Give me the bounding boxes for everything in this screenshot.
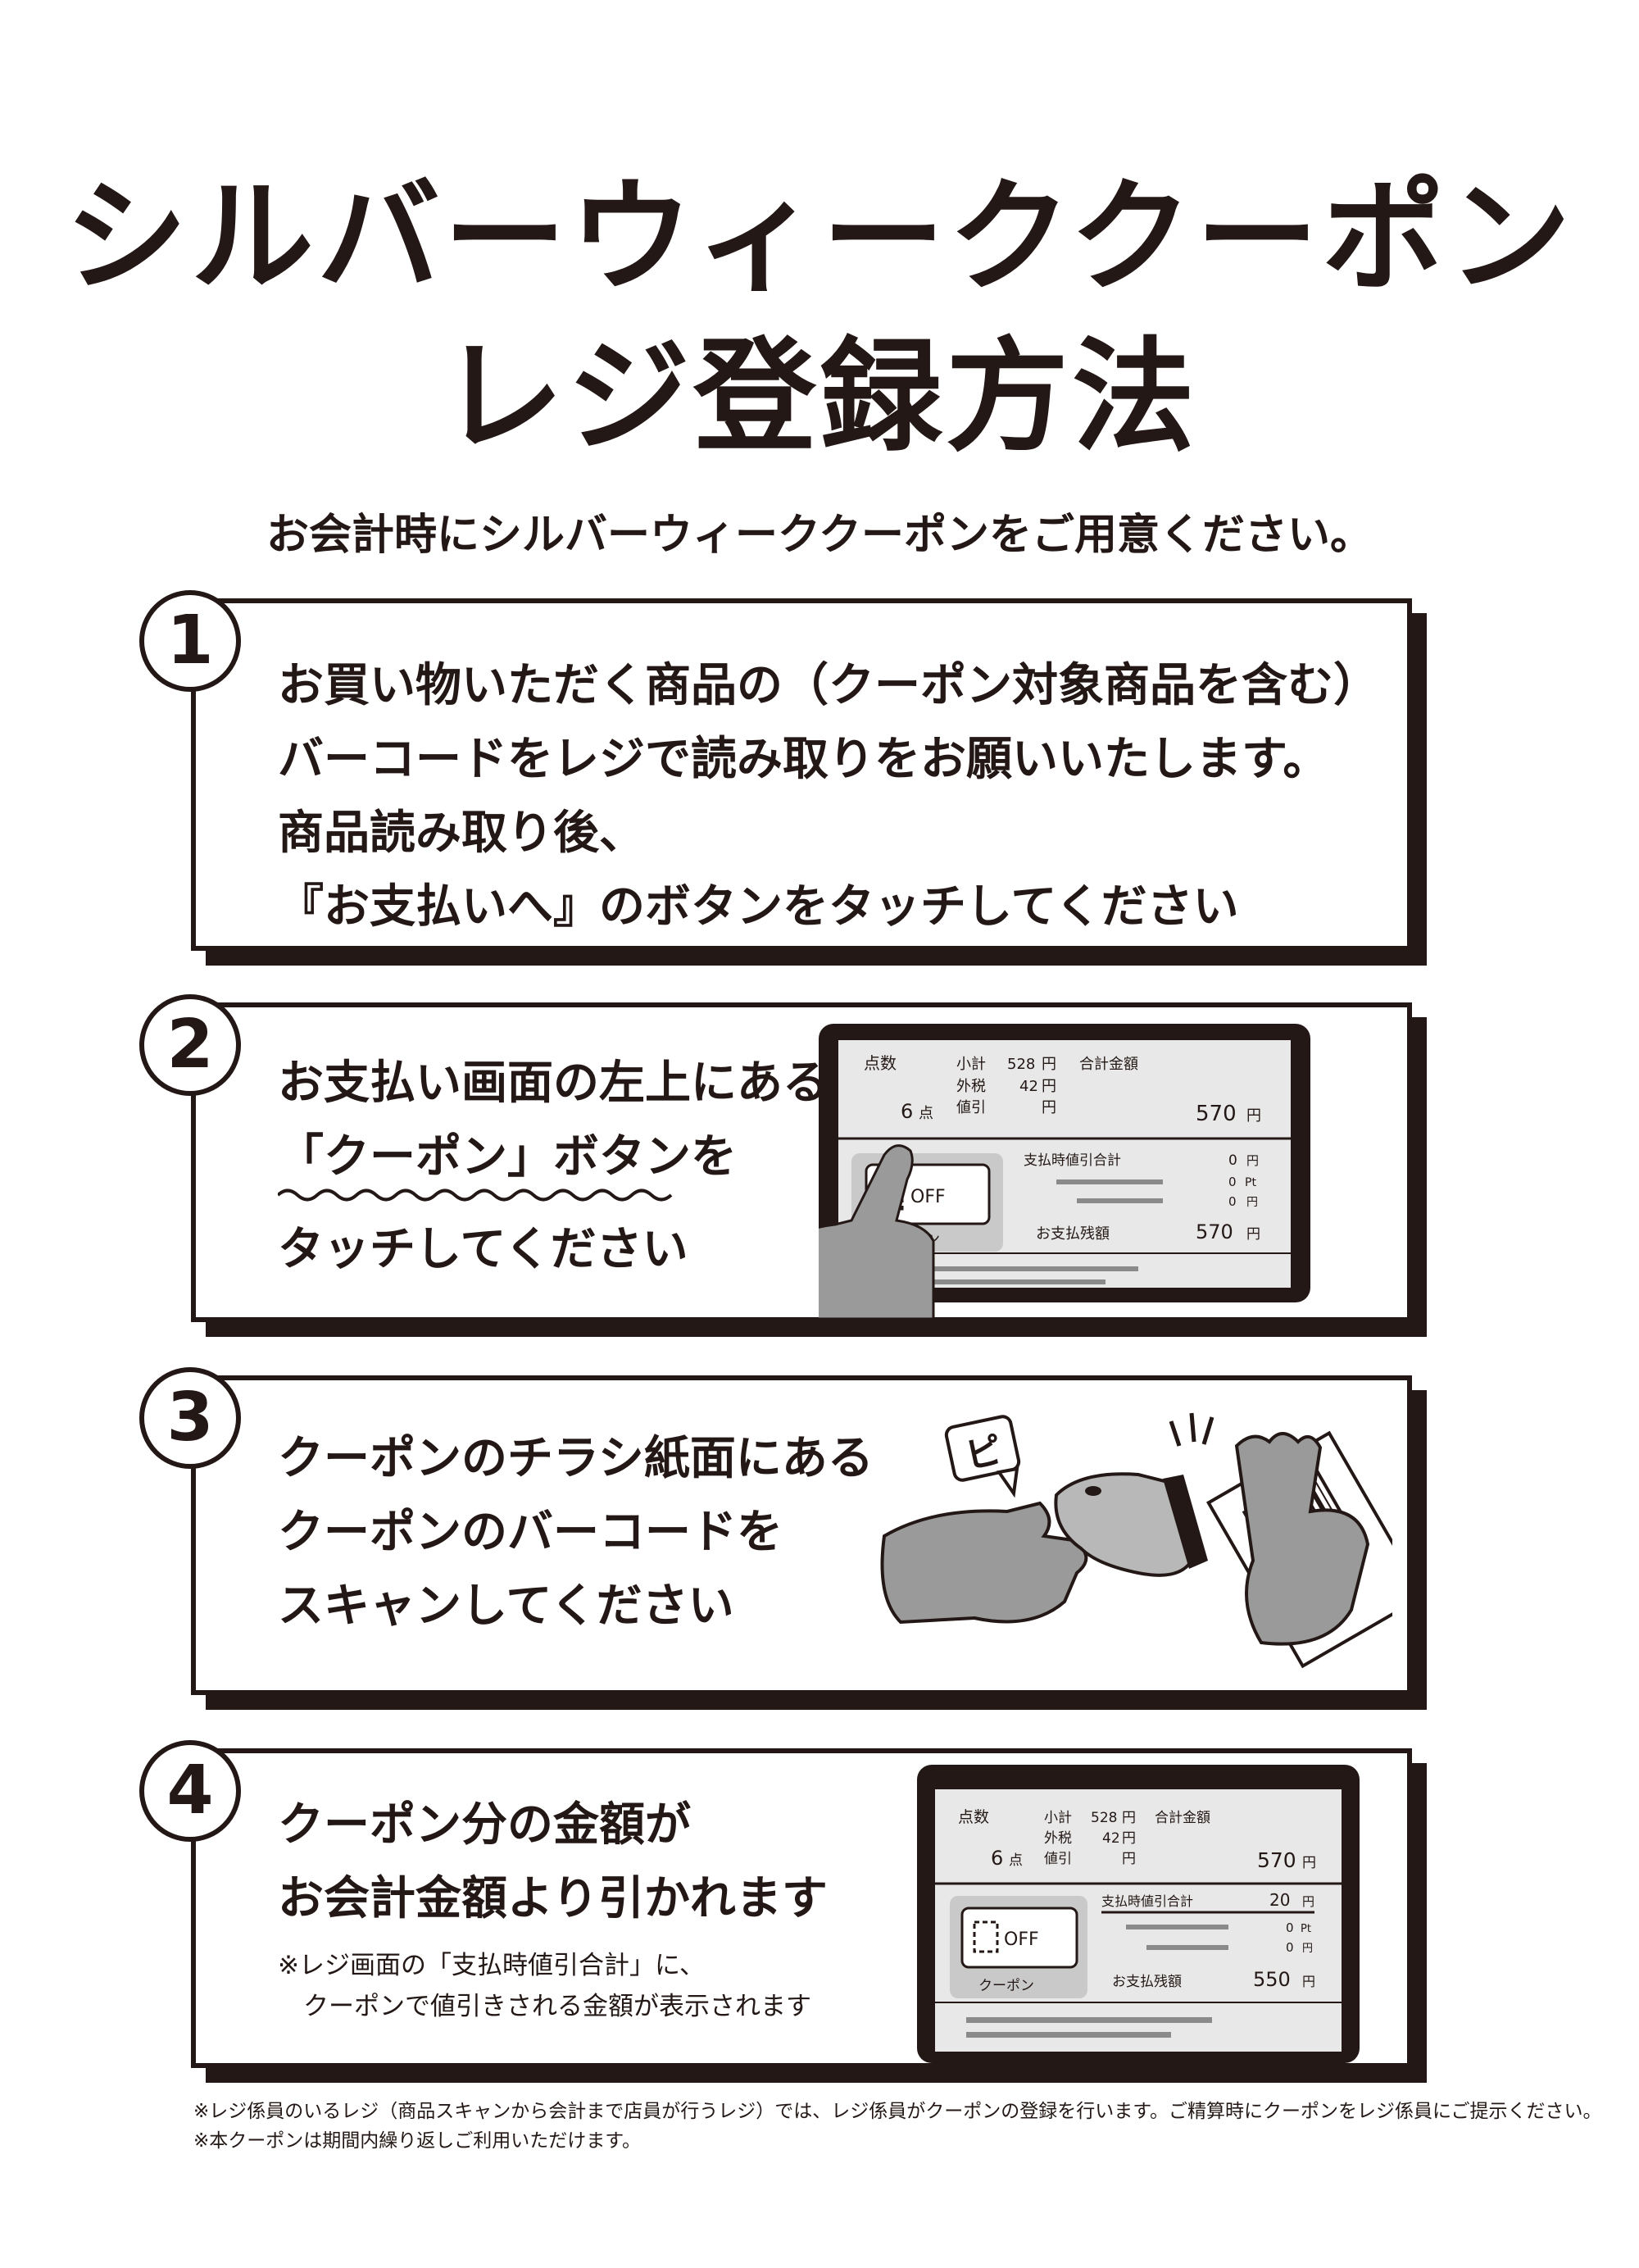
- tax-label: 外税: [956, 1078, 986, 1095]
- hand-icon: [880, 1501, 1088, 1625]
- extra-yen: 円: [1246, 1196, 1258, 1209]
- hand-icon-right: [1234, 1432, 1370, 1646]
- coupon-button-label: クーポン: [978, 1978, 1034, 1994]
- step-number-1: 1: [139, 590, 241, 692]
- total-yen: 円: [1246, 1107, 1261, 1125]
- page-subtitle: お会計時にシルバーウィーククーポンをご用意ください。: [266, 511, 1373, 560]
- subtotal-value: 528: [1091, 1810, 1117, 1826]
- count-value: 6: [901, 1100, 913, 1123]
- step-1-line-2: バーコードをレジで読み取りをお願いいたします。: [278, 733, 1329, 786]
- page-title-line1: シルバーウィーククーポン: [64, 166, 1574, 309]
- step-3-line-2: クーポンのバーコードを: [278, 1506, 783, 1559]
- step-number-3: 3: [139, 1367, 241, 1469]
- discount-yen: 円: [1042, 1099, 1056, 1116]
- extra-value: 0: [1286, 1940, 1294, 1955]
- tax-label: 外税: [1044, 1830, 1072, 1847]
- pay-discount-value: 20: [1269, 1890, 1290, 1910]
- total-label: 合計金額: [1079, 1056, 1138, 1073]
- coupon-off-text: OFF: [910, 1187, 946, 1207]
- step-1-panel: お買い物いただく商品の（クーポン対象商品を含む） バーコードをレジで読み取りをお…: [191, 598, 1412, 951]
- footnote-1: ※レジ係員のいるレジ（商品スキャンから会計まで店員が行うレジ）では、レジ係員がク…: [193, 2101, 1602, 2122]
- wavy-underline: [278, 1189, 673, 1202]
- subtotal-label: 小計: [956, 1056, 986, 1073]
- total-value: 570: [1196, 1102, 1237, 1126]
- pay-discount-yen: 円: [1302, 1894, 1314, 1909]
- tax-yen: 円: [1042, 1078, 1056, 1095]
- points-value: 0: [1228, 1175, 1237, 1189]
- step-2-panel: お支払い画面の左上にある 「クーポン」ボタンを タッチしてください 点数 6 点…: [191, 1002, 1412, 1322]
- step-3-line-1: クーポンのチラシ紙面にある: [278, 1432, 874, 1485]
- register-screen-after: 点数 6 点 小計 外税 値引 528 円 42 円 円 合計金額 570 円 …: [917, 1765, 1360, 2063]
- step-1-line-3: 商品読み取り後、: [278, 807, 645, 860]
- subtotal-yen: 円: [1122, 1810, 1136, 1826]
- page-title-line2: レジ登録方法: [440, 326, 1198, 469]
- total-value: 570: [1257, 1848, 1296, 1872]
- subtotal-label: 小計: [1044, 1810, 1072, 1826]
- step-4-note-1: ※レジ画面の「支払時値引合計」に、: [278, 1951, 706, 1980]
- discount-label: 値引: [956, 1099, 986, 1116]
- subtotal-value: 528: [1007, 1056, 1035, 1073]
- count-value: 6: [991, 1847, 1003, 1870]
- register-screen-before: 点数 6 点 小計 外税 値引 528 円 42 円 円 合計金額 570 円 …: [819, 1024, 1310, 1319]
- step-3-line-3: スキャンしてください: [278, 1579, 734, 1633]
- step-4-panel: クーポン分の金額が お会計金額より引かれます ※レジ画面の「支払時値引合計」に、…: [191, 1748, 1412, 2068]
- barcode-scanner-icon: [1054, 1472, 1194, 1577]
- step-4-note-2: クーポンで値引きされる金額が表示されます: [278, 1992, 811, 2021]
- coupon-off-text: OFF: [1004, 1929, 1039, 1950]
- pay-discount-label: 支払時値引合計: [1101, 1893, 1193, 1909]
- pay-discount-label: 支払時値引合計: [1024, 1152, 1121, 1169]
- step-number-4: 4: [139, 1740, 241, 1842]
- count-label: 点数: [864, 1053, 897, 1073]
- step-2-line-2: 「クーポン」ボタンを: [278, 1130, 737, 1184]
- points-unit: Pt: [1245, 1176, 1256, 1189]
- subtotal-yen: 円: [1042, 1056, 1056, 1073]
- step-2-line-1: お支払い画面の左上にある: [278, 1057, 829, 1110]
- count-unit: 点: [919, 1105, 933, 1122]
- extra-value: 0: [1228, 1194, 1237, 1209]
- discount-yen: 円: [1122, 1851, 1136, 1867]
- balance-value: 550: [1253, 1968, 1291, 1991]
- balance-label: お支払残額: [1112, 1974, 1182, 1990]
- discount-label: 値引: [1044, 1851, 1072, 1867]
- balance-label: お支払残額: [1036, 1225, 1110, 1243]
- step-1-line-4: 『お支払いへ』のボタンをタッチしてください: [278, 880, 1239, 934]
- tax-yen: 円: [1122, 1830, 1136, 1847]
- points-unit: Pt: [1301, 1923, 1311, 1935]
- total-label: 合計金額: [1155, 1810, 1210, 1826]
- step-2-line-3: タッチしてください: [278, 1223, 688, 1276]
- count-label: 点数: [958, 1808, 989, 1826]
- extra-yen: 円: [1302, 1943, 1313, 1955]
- pointing-hand-icon: [819, 1144, 935, 1319]
- step-4-line-2: お会計金額より引かれます: [278, 1872, 828, 1925]
- footnote-2: ※本クーポンは期間内繰り返しご利用いただけます。: [193, 2130, 641, 2152]
- tax-value: 42: [1019, 1078, 1038, 1095]
- pay-discount-yen: 円: [1246, 1153, 1259, 1168]
- pay-discount-value: 0: [1228, 1152, 1237, 1169]
- total-yen: 円: [1302, 1855, 1316, 1871]
- balance-yen: 円: [1246, 1226, 1260, 1243]
- balance-value: 570: [1196, 1220, 1233, 1243]
- step-4-line-1: クーポン分の金額が: [278, 1798, 691, 1852]
- balance-yen: 円: [1302, 1974, 1315, 1989]
- step-1-line-1: お買い物いただく商品の（クーポン対象商品を含む）: [278, 659, 1379, 712]
- points-value: 0: [1286, 1920, 1294, 1935]
- tax-value: 42: [1102, 1830, 1120, 1847]
- step-number-2: 2: [139, 994, 241, 1096]
- step-3-panel: クーポンのチラシ紙面にある クーポンのバーコードを スキャンしてください ピ: [191, 1375, 1412, 1695]
- scanner-illustration: ピ: [880, 1412, 1392, 1669]
- scanner-beep-text: ピ: [962, 1429, 1006, 1478]
- count-unit: 点: [1009, 1852, 1023, 1869]
